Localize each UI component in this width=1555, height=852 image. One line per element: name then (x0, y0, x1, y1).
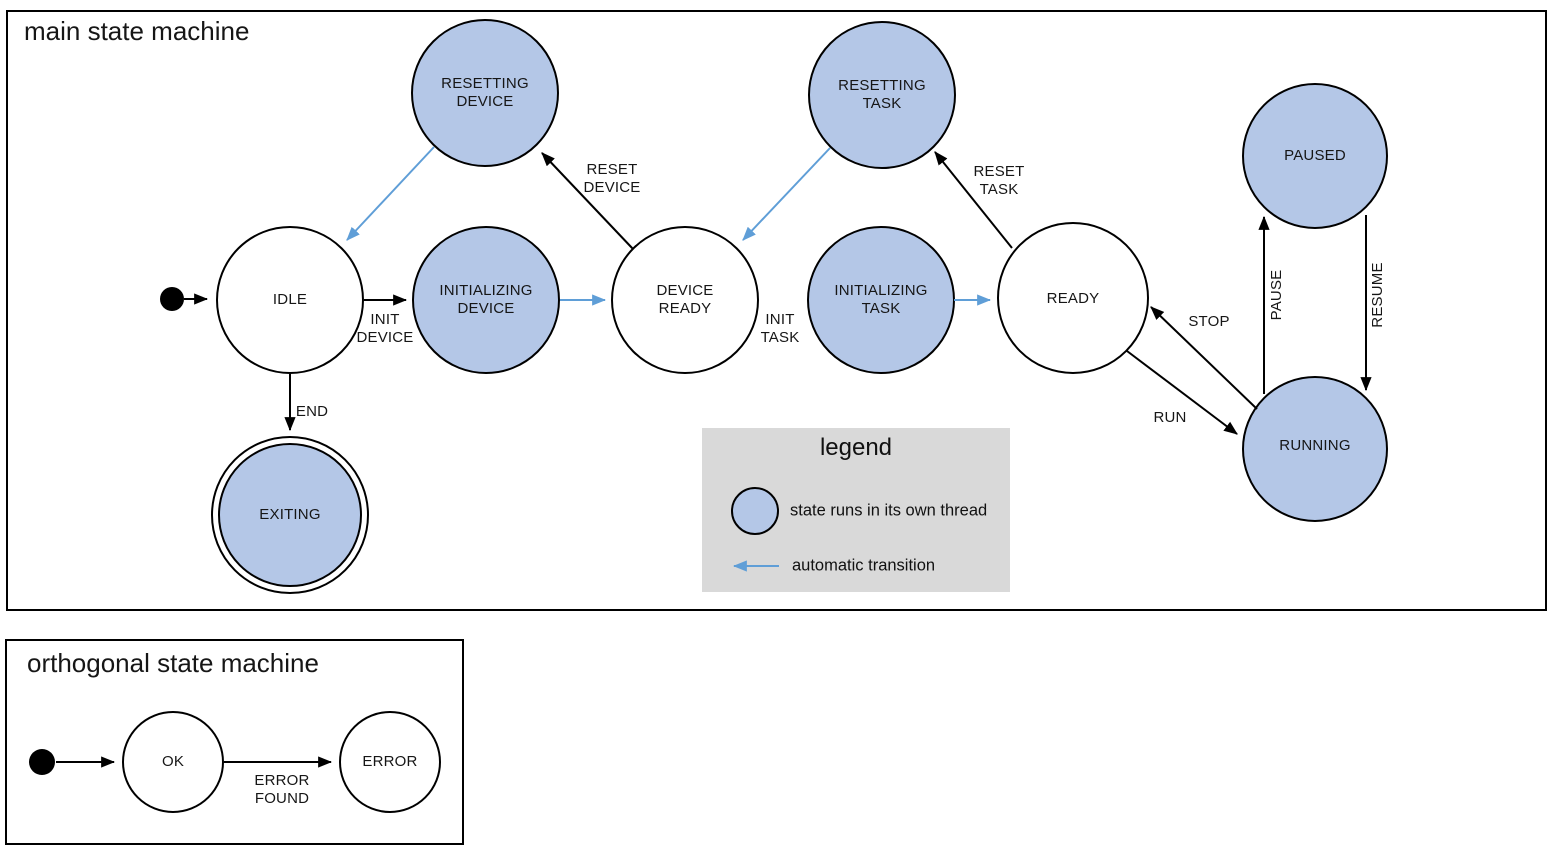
state-label-device-ready: DEVICE READY (656, 282, 714, 317)
transition-label-stop: STOP (1188, 313, 1230, 330)
transition-label-init-device: INIT DEVICE (356, 311, 414, 346)
main-state-machine-title: main state machine (24, 16, 250, 46)
transition-label-error-found: ERROR FOUND (254, 772, 310, 807)
state-label-ready: READY (1046, 290, 1100, 307)
transition-label-reset-task: RESET TASK (973, 163, 1025, 198)
main-state-machine-frame (6, 10, 1547, 611)
legend-thread-state-label: state runs in its own thread (790, 501, 988, 520)
transition-label-end: END (295, 403, 329, 420)
state-label-idle: IDLE (272, 291, 308, 308)
orthogonal-state-machine-frame (5, 639, 464, 845)
transition-label-pause: PAUSE (1268, 269, 1285, 321)
state-label-ok: OK (161, 753, 185, 770)
transition-label-resume: RESUME (1369, 262, 1386, 328)
state-label-initializing-task: INITIALIZING TASK (834, 282, 928, 317)
state-label-initializing-device: INITIALIZING DEVICE (439, 282, 533, 317)
transition-label-run: RUN (1153, 409, 1187, 426)
state-label-resetting-device: RESETTING DEVICE (441, 75, 529, 110)
transition-label-reset-device: RESET DEVICE (583, 161, 641, 196)
state-label-exiting: EXITING (259, 506, 321, 523)
state-label-running: RUNNING (1279, 437, 1351, 454)
legend-box: legend state runs in its own thread auto… (702, 428, 1010, 592)
orthogonal-state-machine-title: orthogonal state machine (27, 648, 319, 678)
legend-title: legend (819, 434, 893, 461)
state-label-paused: PAUSED (1284, 147, 1346, 164)
transition-label-init-task: INIT TASK (760, 311, 800, 346)
state-label-error: ERROR (362, 753, 418, 770)
state-label-resetting-task: RESETTING TASK (838, 77, 926, 112)
legend-auto-transition-label: automatic transition (792, 556, 936, 575)
